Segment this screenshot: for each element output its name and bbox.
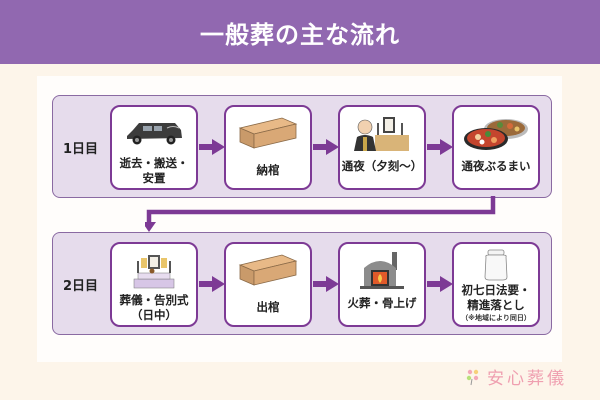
step-label-line2: 安置 (142, 171, 166, 185)
arrow-right-icon (199, 276, 225, 292)
crematorium-icon (358, 248, 406, 292)
arrow-right-icon (427, 276, 453, 292)
page-title: 一般葬の主な流れ (200, 20, 400, 49)
step-label: 納棺 (256, 163, 280, 177)
arrow-right-icon (313, 139, 339, 155)
flow-panel: 1日目 逝去・搬送・ 安置 (37, 76, 562, 362)
step-card-funeral: 葬儀・告別式 （日中） (110, 242, 198, 327)
step-label: 火葬・骨上げ (347, 296, 417, 310)
brand-name: 安心葬儀 (487, 369, 567, 389)
step-card-memorial: 初七日法要・ 精進落とし （※地域により同日） (452, 242, 540, 327)
priest-altar-icon (351, 111, 413, 155)
flower-icon (466, 369, 479, 385)
step-card-wake: 通夜（夕刻〜） (338, 105, 426, 190)
arrow-right-icon (199, 139, 225, 155)
funeral-altar-icon (130, 248, 178, 292)
step-label: 通夜（夕刻〜） (341, 159, 423, 173)
hearse-icon (123, 111, 185, 155)
coffin-icon (236, 248, 300, 292)
header-banner: 一般葬の主な流れ (0, 0, 600, 64)
step-card-passing: 逝去・搬送・ 安置 (110, 105, 198, 190)
brand-logo: 安心葬儀 (465, 364, 567, 389)
day-label: 2日目 (63, 279, 99, 294)
step-card-wake-meal: 通夜ぶるまい (452, 105, 540, 190)
arrow-right-icon (427, 139, 453, 155)
connector-arrow-icon (145, 196, 496, 232)
step-label-line2: 精進落とし (467, 298, 525, 312)
step-label: 初七日法要・ (461, 283, 531, 297)
day-1-row: 1日目 逝去・搬送・ 安置 (52, 95, 552, 198)
step-card-departure: 出棺 (224, 242, 312, 327)
food-platter-icon (462, 111, 530, 155)
step-label: 葬儀・告別式 (119, 293, 189, 307)
step-label-line2: （日中） (131, 308, 177, 322)
step-note: （※地域により同日） (461, 314, 531, 322)
step-label: 逝去・搬送・ (119, 156, 189, 170)
step-label: 通夜ぶるまい (461, 159, 531, 173)
step-card-cremation: 火葬・骨上げ (338, 242, 426, 327)
arrow-right-icon (313, 276, 339, 292)
step-label: 出棺 (256, 300, 280, 314)
urn-icon (481, 248, 511, 282)
day-2-row: 2日目 葬儀・告別式 （日中） (52, 232, 552, 335)
day-label: 1日目 (63, 142, 99, 157)
coffin-icon (236, 111, 300, 155)
step-card-encoffining: 納棺 (224, 105, 312, 190)
